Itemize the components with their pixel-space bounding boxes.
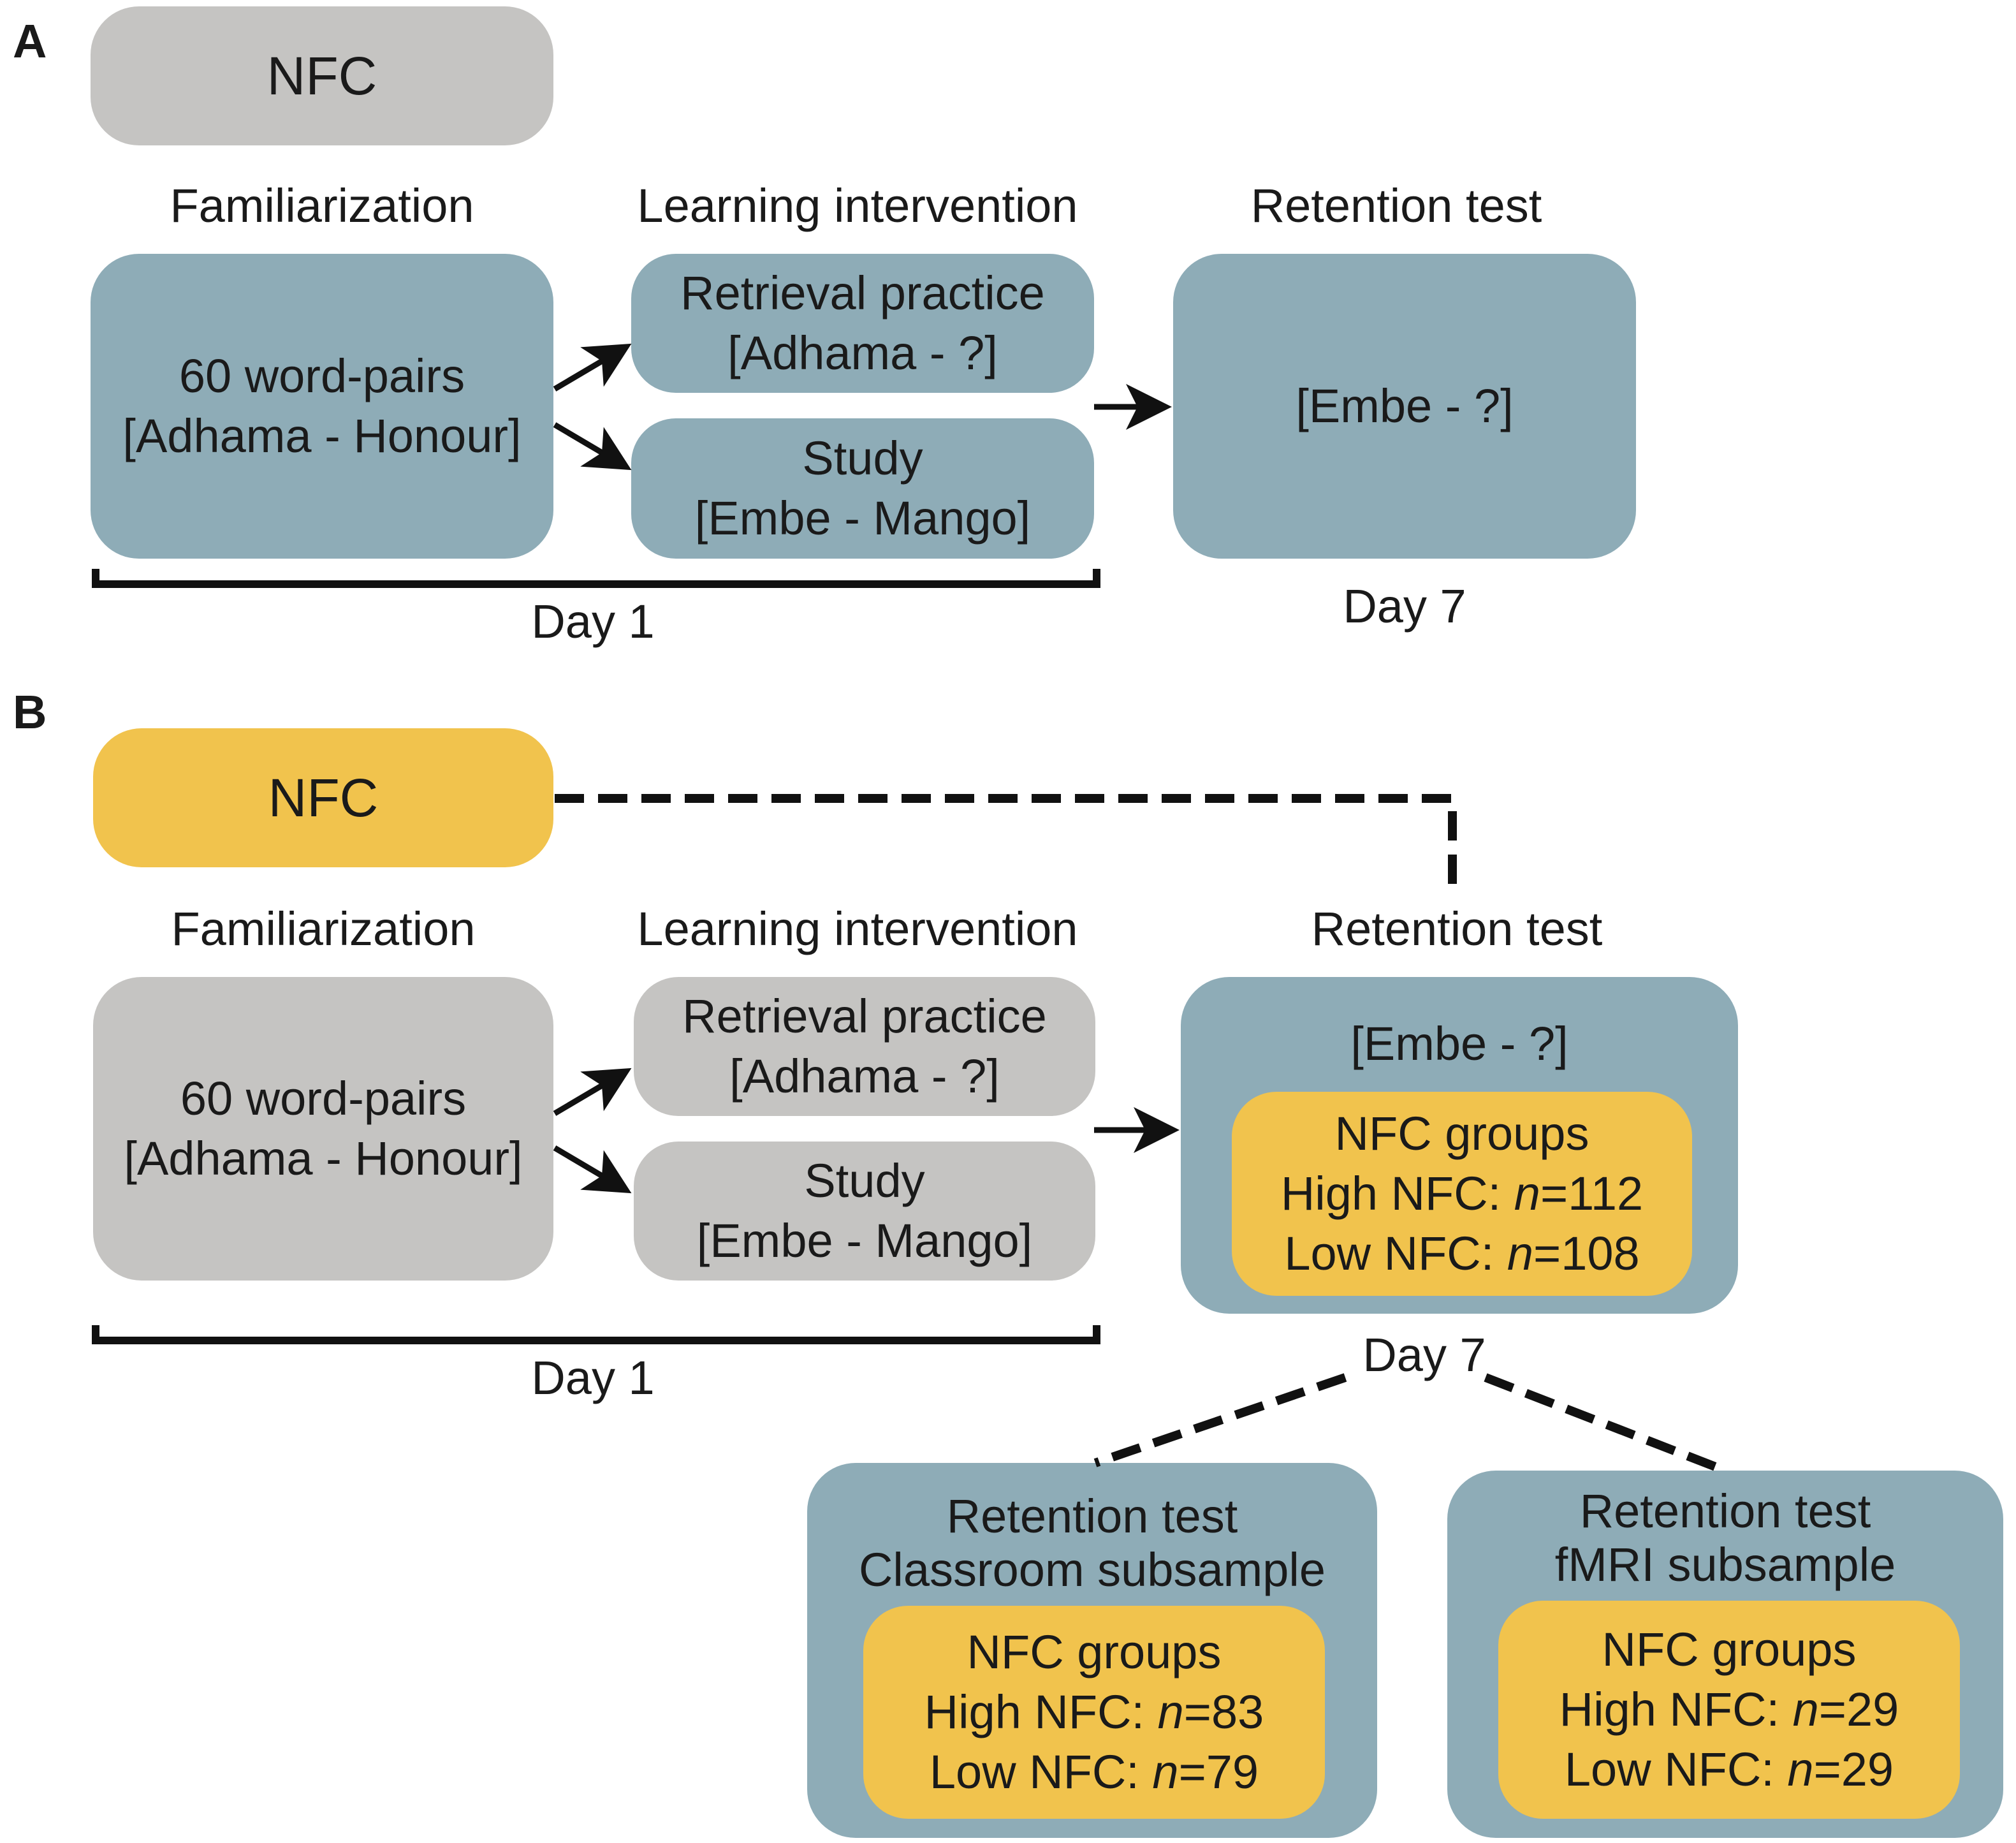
panel-b-letter: B — [13, 686, 47, 738]
panel-a-retention-box: [Embe - ?] — [1173, 254, 1636, 559]
panel-a-retrieval-line1: Retrieval practice — [680, 267, 1045, 319]
panel-b-learning-header: Learning intervention — [637, 902, 1078, 955]
panel-a-familiarization-box: 60 word-pairs [Adhama - Honour] — [91, 254, 553, 559]
classroom-line1: Retention test — [946, 1490, 1238, 1543]
classroom-low-nfc: Low NFC: n=79 — [929, 1745, 1259, 1798]
panel-b-retention-line1: [Embe - ?] — [1350, 1017, 1568, 1070]
classroom-groups-title: NFC groups — [967, 1626, 1222, 1678]
dashed-link-fmri — [1484, 1373, 1727, 1475]
panel-a-day7-label: Day 7 — [1343, 580, 1466, 633]
panel-a-familiarization-line1: 60 word-pairs — [179, 349, 465, 402]
fmri-groups: NFC groups High NFC: n=29 Low NFC: n=29 — [1498, 1601, 1960, 1819]
panel-b-nfc-dashed-link — [555, 794, 1457, 889]
panel-b-familiarization-box: 60 word-pairs [Adhama - Honour] — [93, 977, 553, 1281]
panel-b-day7-label: Day 7 — [1362, 1328, 1486, 1381]
panel-b-groups-title: NFC groups — [1334, 1107, 1589, 1160]
panel-a-day1-label: Day 1 — [531, 595, 655, 648]
panel-a-learning-header: Learning intervention — [637, 179, 1078, 232]
panel-a-familiarization-header: Familiarization — [170, 179, 474, 232]
panel-a-day1-bracket — [92, 569, 1100, 588]
panel-b-familiarization-line1: 60 word-pairs — [180, 1072, 467, 1125]
panel-b-arrow-to-retrieval — [553, 1068, 632, 1116]
panel-b-retrieval-box: Retrieval practice [Adhama - ?] — [634, 977, 1095, 1116]
panel-b-retrieval-line1: Retrieval practice — [682, 990, 1047, 1043]
panel-b-nfc-label: NFC — [268, 768, 379, 828]
fmri-line1: Retention test — [1579, 1485, 1871, 1538]
dashed-link-classroom — [1093, 1373, 1347, 1467]
panel-a-arrow-to-study — [553, 422, 632, 471]
panel-b-retrieval-line2: [Adhama - ?] — [729, 1050, 1000, 1103]
panel-a-letter: A — [13, 15, 47, 68]
panel-a-retention-line1: [Embe - ?] — [1296, 379, 1514, 432]
panel-a-retrieval-line2: [Adhama - ?] — [727, 327, 998, 379]
classroom-groups: NFC groups High NFC: n=83 Low NFC: n=79 — [863, 1606, 1325, 1819]
panel-b-retention-groups: NFC groups High NFC: n=112 Low NFC: n=10… — [1232, 1092, 1692, 1296]
panel-a-study-line1: Study — [802, 432, 923, 485]
panel-a-nfc-label: NFC — [267, 46, 377, 106]
panel-b-nfc-box: NFC — [93, 728, 553, 867]
panel-b-study-box: Study [Embe - Mango] — [634, 1142, 1095, 1281]
panel-b-study-line2: [Embe - Mango] — [696, 1214, 1033, 1267]
classroom-high-nfc: High NFC: n=83 — [924, 1685, 1264, 1738]
panel-a-nfc-box: NFC — [91, 6, 553, 145]
panel-a-study-box: Study [Embe - Mango] — [631, 418, 1094, 559]
panel-b-familiarization-line2: [Adhama - Honour] — [124, 1132, 523, 1185]
panel-b-low-nfc: Low NFC: n=108 — [1284, 1227, 1640, 1280]
panel-b-familiarization-header: Familiarization — [171, 902, 476, 955]
panel-b-high-nfc: High NFC: n=112 — [1280, 1167, 1644, 1220]
panel-a-familiarization-line2: [Adhama - Honour] — [122, 409, 522, 462]
panel-a-retrieval-box: Retrieval practice [Adhama - ?] — [631, 254, 1094, 393]
classroom-line2: Classroom subsample — [858, 1543, 1326, 1596]
fmri-line2: fMRI subsample — [1554, 1538, 1896, 1591]
fmri-high-nfc: High NFC: n=29 — [1559, 1683, 1899, 1736]
panel-b-day1-bracket — [92, 1325, 1100, 1344]
panel-b-day1-label: Day 1 — [531, 1351, 655, 1404]
panel-a-retention-header: Retention test — [1250, 179, 1542, 232]
panel-b-retention-header: Retention test — [1311, 902, 1603, 955]
panel-a-study-line2: [Embe - Mango] — [694, 492, 1031, 545]
fmri-groups-title: NFC groups — [1602, 1623, 1857, 1676]
panel-a-arrow-to-retrieval — [553, 343, 632, 392]
panel-b-arrow-to-study — [553, 1145, 632, 1194]
fmri-low-nfc: Low NFC: n=29 — [1564, 1743, 1894, 1796]
panel-b-study-line1: Study — [804, 1154, 925, 1207]
